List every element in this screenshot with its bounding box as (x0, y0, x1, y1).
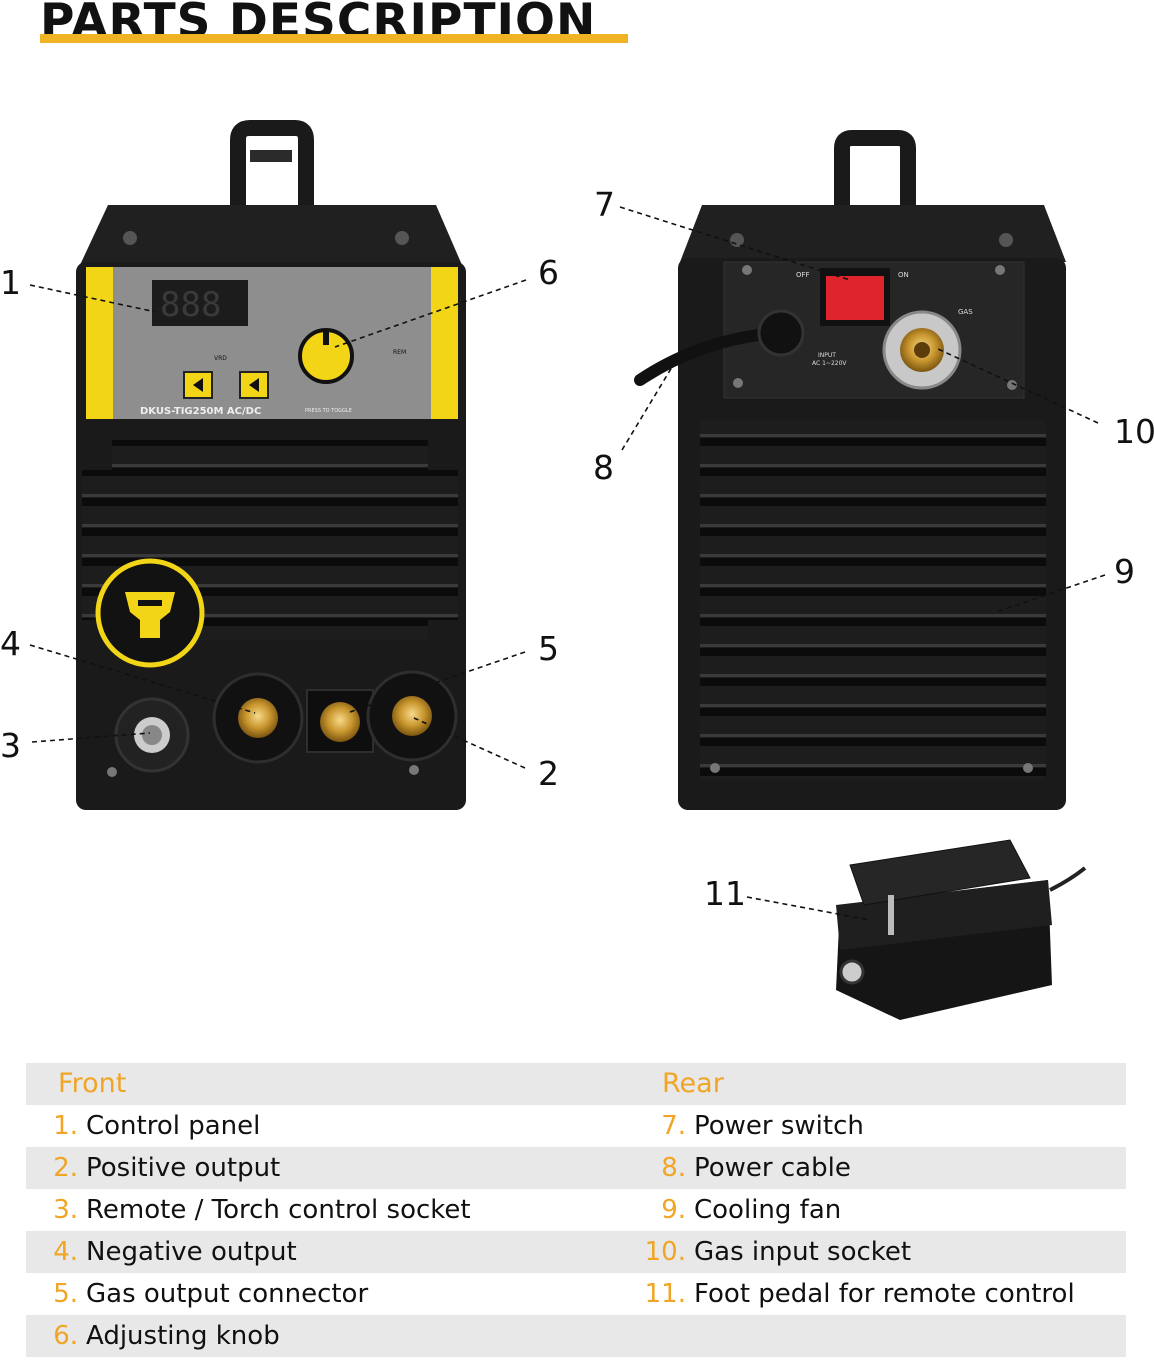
switch-on-label: ON (898, 271, 909, 279)
gas-label: GAS (958, 308, 973, 316)
negative-output (238, 698, 278, 738)
front-heading: Front (58, 1068, 127, 1099)
model-label: DKUS-TIG250M AC/DC (140, 406, 261, 417)
callout-11: 11 (704, 874, 746, 913)
rear-item-10: 10.Gas input socket (644, 1237, 912, 1267)
rear-welder: OFF ON GAS INPUT AC 1~220V (634, 130, 1066, 810)
digital-display (152, 280, 248, 326)
toggle-label: PRESS TO TOGGLE (305, 408, 352, 414)
front-item-2: 2.Positive output (53, 1153, 281, 1183)
front-item-6: 6.Adjusting knob (53, 1321, 280, 1351)
callout-2: 2 (538, 754, 559, 793)
input-spec: AC 1~220V (812, 360, 847, 367)
rear-item-7: 7.Power switch (661, 1111, 864, 1141)
legend-row: 6.Adjusting knob (26, 1315, 1126, 1357)
callout-1: 1 (0, 263, 21, 302)
gas-output-connector (320, 702, 360, 742)
rear-heading: Rear (662, 1068, 724, 1099)
legend-header-row: Front Rear (26, 1063, 1126, 1105)
callout-4: 4 (0, 624, 21, 663)
adjusting-knob (298, 328, 354, 384)
front-item-5: 5.Gas output connector (53, 1279, 369, 1309)
vrd-label: VRD (214, 355, 227, 362)
legend-row: 3.Remote / Torch control socket 9.Coolin… (26, 1189, 1126, 1231)
callout-leaders (29, 206, 1106, 921)
legend-row: 1.Control panel 7.Power switch (26, 1105, 1126, 1147)
front-welder: 888 DKUS-TIG250M AC/DC PRESS TO TOGGLE V… (76, 120, 466, 810)
callout-7: 7 (594, 185, 615, 224)
rear-item-8: 8.Power cable (661, 1153, 851, 1183)
callout-10: 10 (1114, 412, 1154, 451)
rear-item-9: 9.Cooling fan (661, 1195, 842, 1225)
power-switch (826, 276, 884, 320)
input-label: INPUT (818, 352, 836, 359)
legend-row: 5.Gas output connector 11.Foot pedal for… (26, 1273, 1126, 1315)
legend-row: 4.Negative output 10.Gas input socket (26, 1231, 1126, 1273)
front-item-4: 4.Negative output (53, 1237, 297, 1267)
callout-8: 8 (593, 448, 614, 487)
foot-pedal (836, 839, 1087, 1020)
legend-row: 2.Positive output 8.Power cable (26, 1147, 1126, 1189)
callout-3: 3 (0, 726, 21, 765)
parts-legend: Front Rear 1.Control panel 7.Power switc… (26, 1063, 1126, 1357)
switch-off-label: OFF (796, 271, 810, 279)
front-item-3: 3.Remote / Torch control socket (53, 1195, 471, 1225)
title-underline (40, 34, 628, 43)
cooling-fan-vents (700, 420, 1046, 780)
front-item-1: 1.Control panel (53, 1111, 261, 1141)
callout-6: 6 (538, 253, 559, 292)
parts-diagram: 888 DKUS-TIG250M AC/DC PRESS TO TOGGLE V… (0, 120, 1154, 1020)
display-digits: 888 (160, 285, 221, 325)
rem-label: REM (393, 349, 406, 356)
callout-5: 5 (538, 629, 559, 668)
positive-output (392, 696, 432, 736)
rear-item-11: 11.Foot pedal for remote control (644, 1279, 1075, 1309)
callout-9: 9 (1114, 552, 1135, 591)
